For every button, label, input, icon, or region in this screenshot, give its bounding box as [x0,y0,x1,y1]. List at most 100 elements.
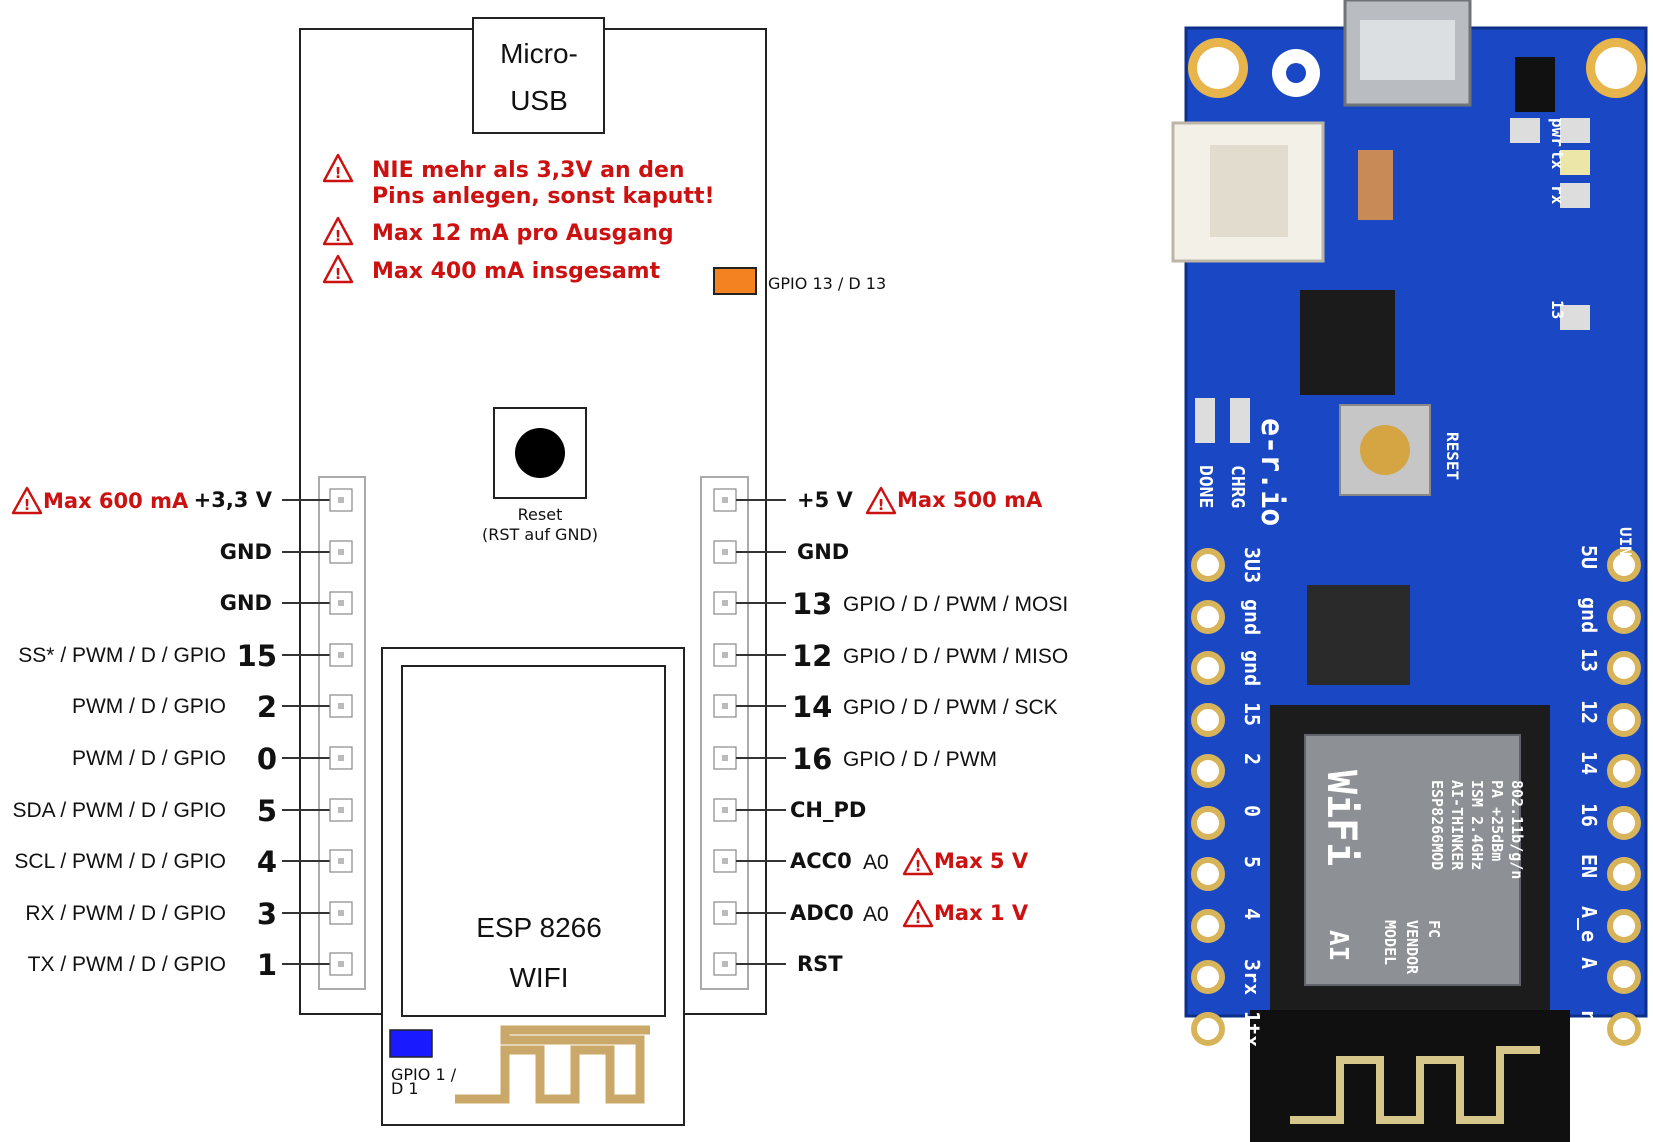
photo-pin [1607,754,1641,788]
silkscreen-label: MODEL [1381,920,1399,965]
left-pin-row: +3,3 V!Max 600 mA [11,486,353,515]
warning-block: ! NIE mehr als 3,3V an den Pins anlegen,… [322,153,715,284]
warning-output-current: Max 12 mA pro Ausgang [372,221,674,246]
mounting-hole [1586,38,1646,98]
pin-function: GPIO / D / PWM / MISO [843,645,1068,668]
silkscreen-label: rst [1577,1009,1601,1045]
warning-total-current: Max 400 mA insgesamt [372,259,661,284]
left-pin-row: GND [220,540,353,564]
silkscreen-label: 13 [1548,300,1567,319]
silkscreen-label: DONE [1195,465,1216,508]
pin-name: GND [220,591,272,615]
pin-function: A0 [863,851,889,874]
pin-number: 1 [257,948,277,982]
left-pin-row: 1TX / PWM / D / GPIO [28,948,353,982]
left-pin-row: 0 PWM / D / GPIO [72,742,353,776]
silkscreen-label: gnd [1240,650,1264,686]
warning-voltage-line1: NIE mehr als 3,3V an den [372,158,685,183]
module-type: WIFI [509,962,568,993]
right-pin-row: +5 V!Max 500 mA [713,486,1043,515]
board-photo: 3U3gndgnd1520543rx1tx5Ugnd13121416ENA_eA… [1171,0,1648,1142]
photo-right-pins [1607,548,1641,1046]
svg-text:!: ! [335,164,342,182]
photo-pin [1607,651,1641,685]
right-pin-row: 12 GPIO / D / PWM / MISO [713,639,1068,673]
silkscreen-label: A_e [1577,906,1601,942]
silkscreen-label: 0 [1240,805,1264,817]
silkscreen-label: 12 [1577,700,1601,724]
pin-warning: Max 1 V [934,901,1029,925]
pin-name: CH_PD [790,798,866,822]
pin-function: GPIO / D / PWM / SCK [843,696,1058,719]
silkscreen-label: PA +25dBm [1488,780,1506,861]
warning-triangle-icon: ! [902,899,934,928]
photo-pin [1607,806,1641,840]
gpio13-led-label: GPIO 13 / D 13 [768,274,886,293]
photo-pin [1607,909,1641,943]
silkscreen-label: pwr [1548,118,1567,147]
warning-triangle-icon: ! [322,254,354,284]
svg-text:!: ! [878,496,885,514]
silkscreen-label: 5U [1577,545,1601,569]
gpio1-led-label-line2: D 1 [391,1079,419,1098]
warning-triangle-icon: ! [11,486,43,515]
pin-function: PWM / D / GPIO [72,747,226,770]
regulator-chip [1300,290,1395,395]
silkscreen-label: 14 [1577,751,1601,775]
svg-text:!: ! [915,857,922,875]
silkscreen-label: RESET [1443,432,1462,480]
svg-text:!: ! [335,227,342,245]
reset-label: Reset [518,505,563,524]
micro-usb-label-line2: USB [510,85,568,116]
pin-name: GND [220,540,272,564]
photo-pin [1607,960,1641,994]
antenna-trace [455,1025,650,1104]
warning-triangle-icon: ! [902,847,934,876]
right-pin-row: 16 GPIO / D / PWM [713,742,997,776]
photo-pin [1191,857,1225,891]
svg-text:!: ! [24,496,31,514]
pin-function: GPIO / D / PWM [843,748,997,771]
photo-pin [1607,857,1641,891]
photo-pin [1191,806,1225,840]
pin-number: 12 [792,639,832,673]
silkscreen-label: AI-THINKER [1448,780,1466,871]
silkscreen-label: AI [1323,930,1353,961]
photo-pin [1607,1012,1641,1046]
gpio1-led [389,1029,433,1058]
silkscreen-label: 3rx [1240,959,1264,995]
silkscreen-label: EN [1577,854,1601,878]
silkscreen-label: tx [1548,150,1567,170]
pin-function: GPIO / D / PWM / MOSI [843,593,1068,616]
photo-pin [1191,600,1225,634]
photo-pin [1191,909,1225,943]
silkscreen-label: 1tx [1240,1011,1264,1047]
silkscreen-label: 4 [1240,908,1264,920]
pin-number: 3 [257,897,277,931]
photo-pin [1607,703,1641,737]
silkscreen-label: 3U3 [1240,547,1264,583]
warning-triangle-icon: ! [865,486,897,515]
pin-name: ACC0 [790,849,852,873]
photo-pin [1607,548,1641,582]
silkscreen-label: e-r.io [1254,418,1289,526]
silkscreen-label: UIN [1616,527,1635,556]
warning-triangle-icon: ! [322,153,354,183]
warning-voltage-line2: Pins anlegen, sonst kaputt! [372,184,715,209]
left-pin-row: 3RX / PWM / D / GPIO [25,897,353,931]
usb-serial-chip [1307,585,1410,685]
pin-function: A0 [863,903,889,926]
pin-number: 16 [792,742,832,776]
reset-note: (RST auf GND) [482,525,598,544]
pin-warning: Max 600 mA [43,489,189,513]
right-pin-row: RST [713,952,843,976]
pin-number: 0 [257,742,277,776]
